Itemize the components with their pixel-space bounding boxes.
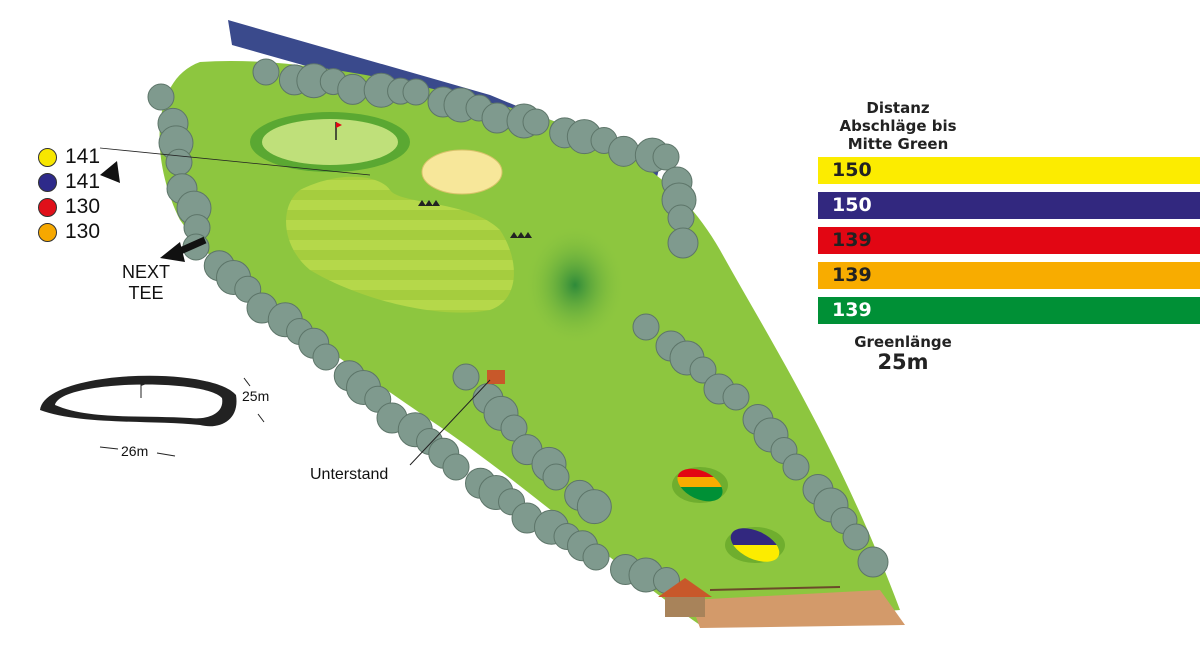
tree (442, 453, 470, 481)
tree (522, 108, 550, 136)
tree (337, 73, 369, 105)
green-length-value: 25m (877, 350, 929, 374)
heading-line1: Distanz (866, 99, 930, 117)
flag-icon (336, 122, 342, 128)
green-depth-label: 25m (242, 388, 270, 404)
tree (312, 343, 340, 371)
blue-tee-dot (38, 172, 57, 192)
tee-box-yellow-blue (725, 525, 785, 565)
next-tee-arrow-icon (160, 236, 207, 262)
heading-line3: Mitte Green (847, 135, 949, 153)
next-tee-line1: NEXT (122, 262, 171, 282)
tree (582, 543, 610, 571)
direction-arrow-icon (100, 161, 120, 183)
legend-row-red: 130 (38, 195, 100, 219)
tree (667, 227, 699, 259)
tree (452, 363, 480, 391)
tree (857, 546, 889, 578)
red-tee-dot (38, 197, 57, 217)
legend-value: 141 (65, 145, 101, 168)
distance-bar-blue: 150 (818, 192, 1200, 219)
tree (500, 414, 528, 442)
legend-value: 130 (65, 220, 101, 243)
green-width-label: 26m (121, 443, 149, 459)
legend-row-yellow: 141 (38, 145, 100, 169)
next-tee-line2: TEE (128, 283, 164, 303)
shelter-pointer (409, 379, 491, 466)
hut (658, 578, 712, 617)
shelter-label: Unterstand (310, 466, 389, 483)
distance-bar-red: 139 (818, 227, 1200, 254)
green-size-diagram (40, 375, 265, 457)
tree (842, 523, 870, 551)
tree (576, 489, 612, 525)
striped-fairway (286, 176, 514, 313)
legend-row-blue: 141 (38, 170, 100, 194)
tree (667, 204, 695, 232)
tree (252, 58, 280, 86)
tree (608, 135, 640, 167)
tree (542, 463, 570, 491)
legend-value: 141 (65, 170, 101, 193)
yellow-tee-dot (38, 147, 57, 167)
distance-heading: Distanz Abschläge bis Mitte Green (818, 99, 978, 153)
green-length-label: Greenlänge (854, 333, 952, 351)
tree (782, 453, 810, 481)
tree (147, 83, 175, 111)
distance-bar-orange: 139 (818, 262, 1200, 289)
tree (652, 143, 680, 171)
tree (722, 383, 750, 411)
tee-line (99, 147, 371, 176)
tree (632, 313, 660, 341)
yardage-markers (418, 200, 532, 238)
legend-value: 130 (65, 195, 101, 218)
fence (709, 586, 841, 591)
tree (165, 148, 193, 176)
tree (689, 356, 717, 384)
tree (402, 78, 430, 106)
trees (147, 58, 889, 594)
legend-row-orange: 130 (38, 220, 100, 244)
heading-line2: Abschläge bis (839, 117, 957, 135)
distance-bar-yellow: 150 (818, 157, 1200, 184)
bunker (421, 149, 503, 195)
green (262, 119, 398, 165)
orange-tee-dot (38, 222, 57, 242)
hollow (525, 225, 625, 345)
shelter (487, 370, 505, 384)
path (690, 590, 905, 628)
distance-bar-green: 139 (818, 297, 1200, 324)
